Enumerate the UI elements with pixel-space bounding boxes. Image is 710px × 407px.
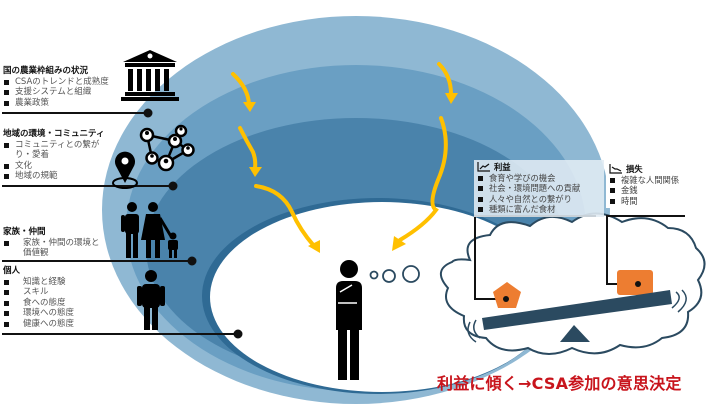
map-pin-icon [112, 151, 138, 189]
list-item: 食への態度 [3, 298, 74, 309]
benefits-title: 利益 [494, 162, 511, 172]
bullet-icon [610, 177, 615, 183]
list-item: 支援システムと組織 [3, 87, 109, 98]
trend-down-chart-icon [609, 164, 622, 174]
layer-title: 個人 [3, 266, 21, 276]
arrow-heads [243, 93, 458, 253]
layer-title: 地域の環境・コミュニティ [3, 129, 105, 139]
list-item: 人々や自然との繋がり [477, 194, 601, 205]
list-item: 農業政策 [3, 98, 109, 109]
seesaw-beam [482, 290, 672, 330]
list-item: 金銭 [609, 185, 705, 196]
list-item: CSAのトレンドと成熟度 [3, 77, 109, 88]
layer-family: 家族・仲間 家族・仲間の環境と価値観 [3, 227, 100, 259]
bullet-icon [4, 279, 9, 285]
bullet-icon [478, 196, 483, 202]
conclusion-text: 利益に傾く→CSA参加の意思決定 [437, 374, 682, 393]
thinking-person-icon [336, 260, 362, 380]
bullet-icon [4, 240, 9, 246]
benefits-box: 利益 食育や学びの機会 社会・環境問題への貢献 人々や自然との繋がり 種類に富ん… [474, 160, 604, 217]
bullet-icon [610, 188, 615, 194]
list-item: 健康への態度 [3, 319, 74, 330]
list-item: 地域の規範 [3, 171, 105, 182]
bullet-icon [4, 79, 9, 85]
list-item: コミュニティとの繋がり・愛着 [3, 140, 105, 161]
motion-lines [467, 289, 687, 343]
layer-title: 国の農業枠組みの状況 [3, 66, 89, 76]
list-item: 知識と経験 [3, 277, 74, 288]
layer-title: 家族・仲間 [3, 227, 46, 237]
list-item: スキル [3, 287, 74, 298]
list-item: 環境への態度 [3, 308, 74, 319]
bullet-icon [4, 163, 9, 169]
list-item: 家族・仲間の環境と価値観 [3, 238, 100, 259]
family-icon [121, 202, 178, 258]
bullet-icon [4, 100, 9, 106]
bullet-icon [610, 198, 615, 204]
bullet-icon [478, 175, 483, 181]
list-item: 文化 [3, 161, 105, 172]
influence-arrows [231, 62, 453, 248]
trend-up-chart-icon [477, 162, 490, 172]
benefit-weight [493, 282, 521, 308]
bullet-icon [4, 300, 9, 306]
bullet-icon [4, 174, 9, 180]
layer-community: 地域の環境・コミュニティ コミュニティとの繋がり・愛着 文化 地域の規範 [3, 129, 105, 182]
list-item: 種類に富んだ食材 [477, 204, 601, 215]
person-icon [137, 270, 165, 330]
thought-bubbles [369, 265, 420, 283]
list-item: 時間 [609, 196, 705, 207]
losses-box: 損失 複雑な人間関係 金銭 時間 [606, 162, 708, 209]
loss-weight [617, 270, 653, 295]
leader-lines [2, 108, 243, 339]
seesaw-fulcrum [560, 325, 590, 342]
bullet-icon [4, 290, 9, 296]
bullet-icon [4, 90, 9, 96]
government-building-icon [121, 50, 179, 101]
layer-national: 国の農業枠組みの状況 CSAのトレンドと成熟度 支援システムと組織 農業政策 [3, 66, 109, 108]
bullet-icon [4, 321, 9, 327]
list-item: 複雑な人間関係 [609, 175, 705, 186]
bullet-icon [4, 311, 9, 317]
community-network-icon [139, 124, 195, 172]
bullet-icon [4, 142, 9, 148]
losses-title: 損失 [626, 164, 643, 174]
layer-individual: 個人 知識と経験 スキル 食への態度 環境への態度 健康への態度 [3, 266, 74, 330]
bullet-icon [478, 207, 483, 213]
list-item: 社会・環境問題への貢献 [477, 183, 601, 194]
list-item: 食育や学びの機会 [477, 173, 601, 184]
bullet-icon [478, 186, 483, 192]
